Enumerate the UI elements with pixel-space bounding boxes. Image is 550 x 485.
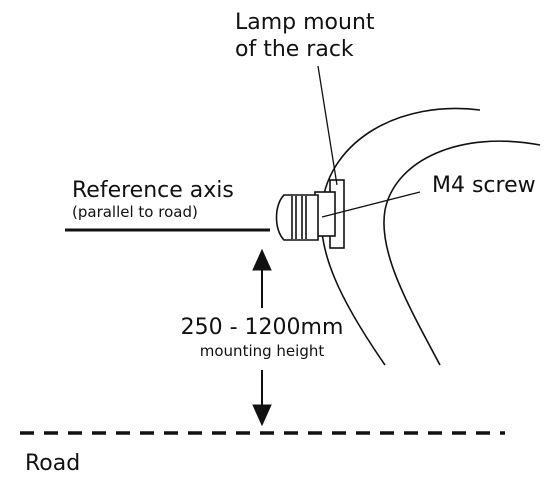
m4-screw-leader-line: [321, 191, 421, 218]
road-label: Road: [25, 451, 80, 476]
lamp-mount-bracket: [314, 179, 345, 249]
lamp-mount-label-line-1: Lamp mount: [235, 10, 375, 35]
lamp-body: [275, 194, 319, 241]
lamp-mount-leader-line: [317, 65, 338, 186]
height-range-label: 250 - 1200mm: [181, 315, 344, 340]
height-arrow-down-head: [252, 404, 272, 427]
height-arrow-up-head: [252, 248, 272, 271]
reference-axis-label: Reference axis: [72, 178, 234, 203]
height-caption-label: mounting height: [200, 342, 325, 360]
rack-tube-inner-edge: [383, 140, 541, 366]
lamp-housing: [275, 194, 319, 241]
reference-axis-note: (parallel to road): [72, 203, 198, 221]
lamp-mount-label-line-2: of the rack: [235, 37, 354, 62]
rack-tube: [320, 107, 541, 366]
height-dimension: [252, 248, 272, 427]
m4-screw-label: M4 screw: [432, 173, 536, 198]
